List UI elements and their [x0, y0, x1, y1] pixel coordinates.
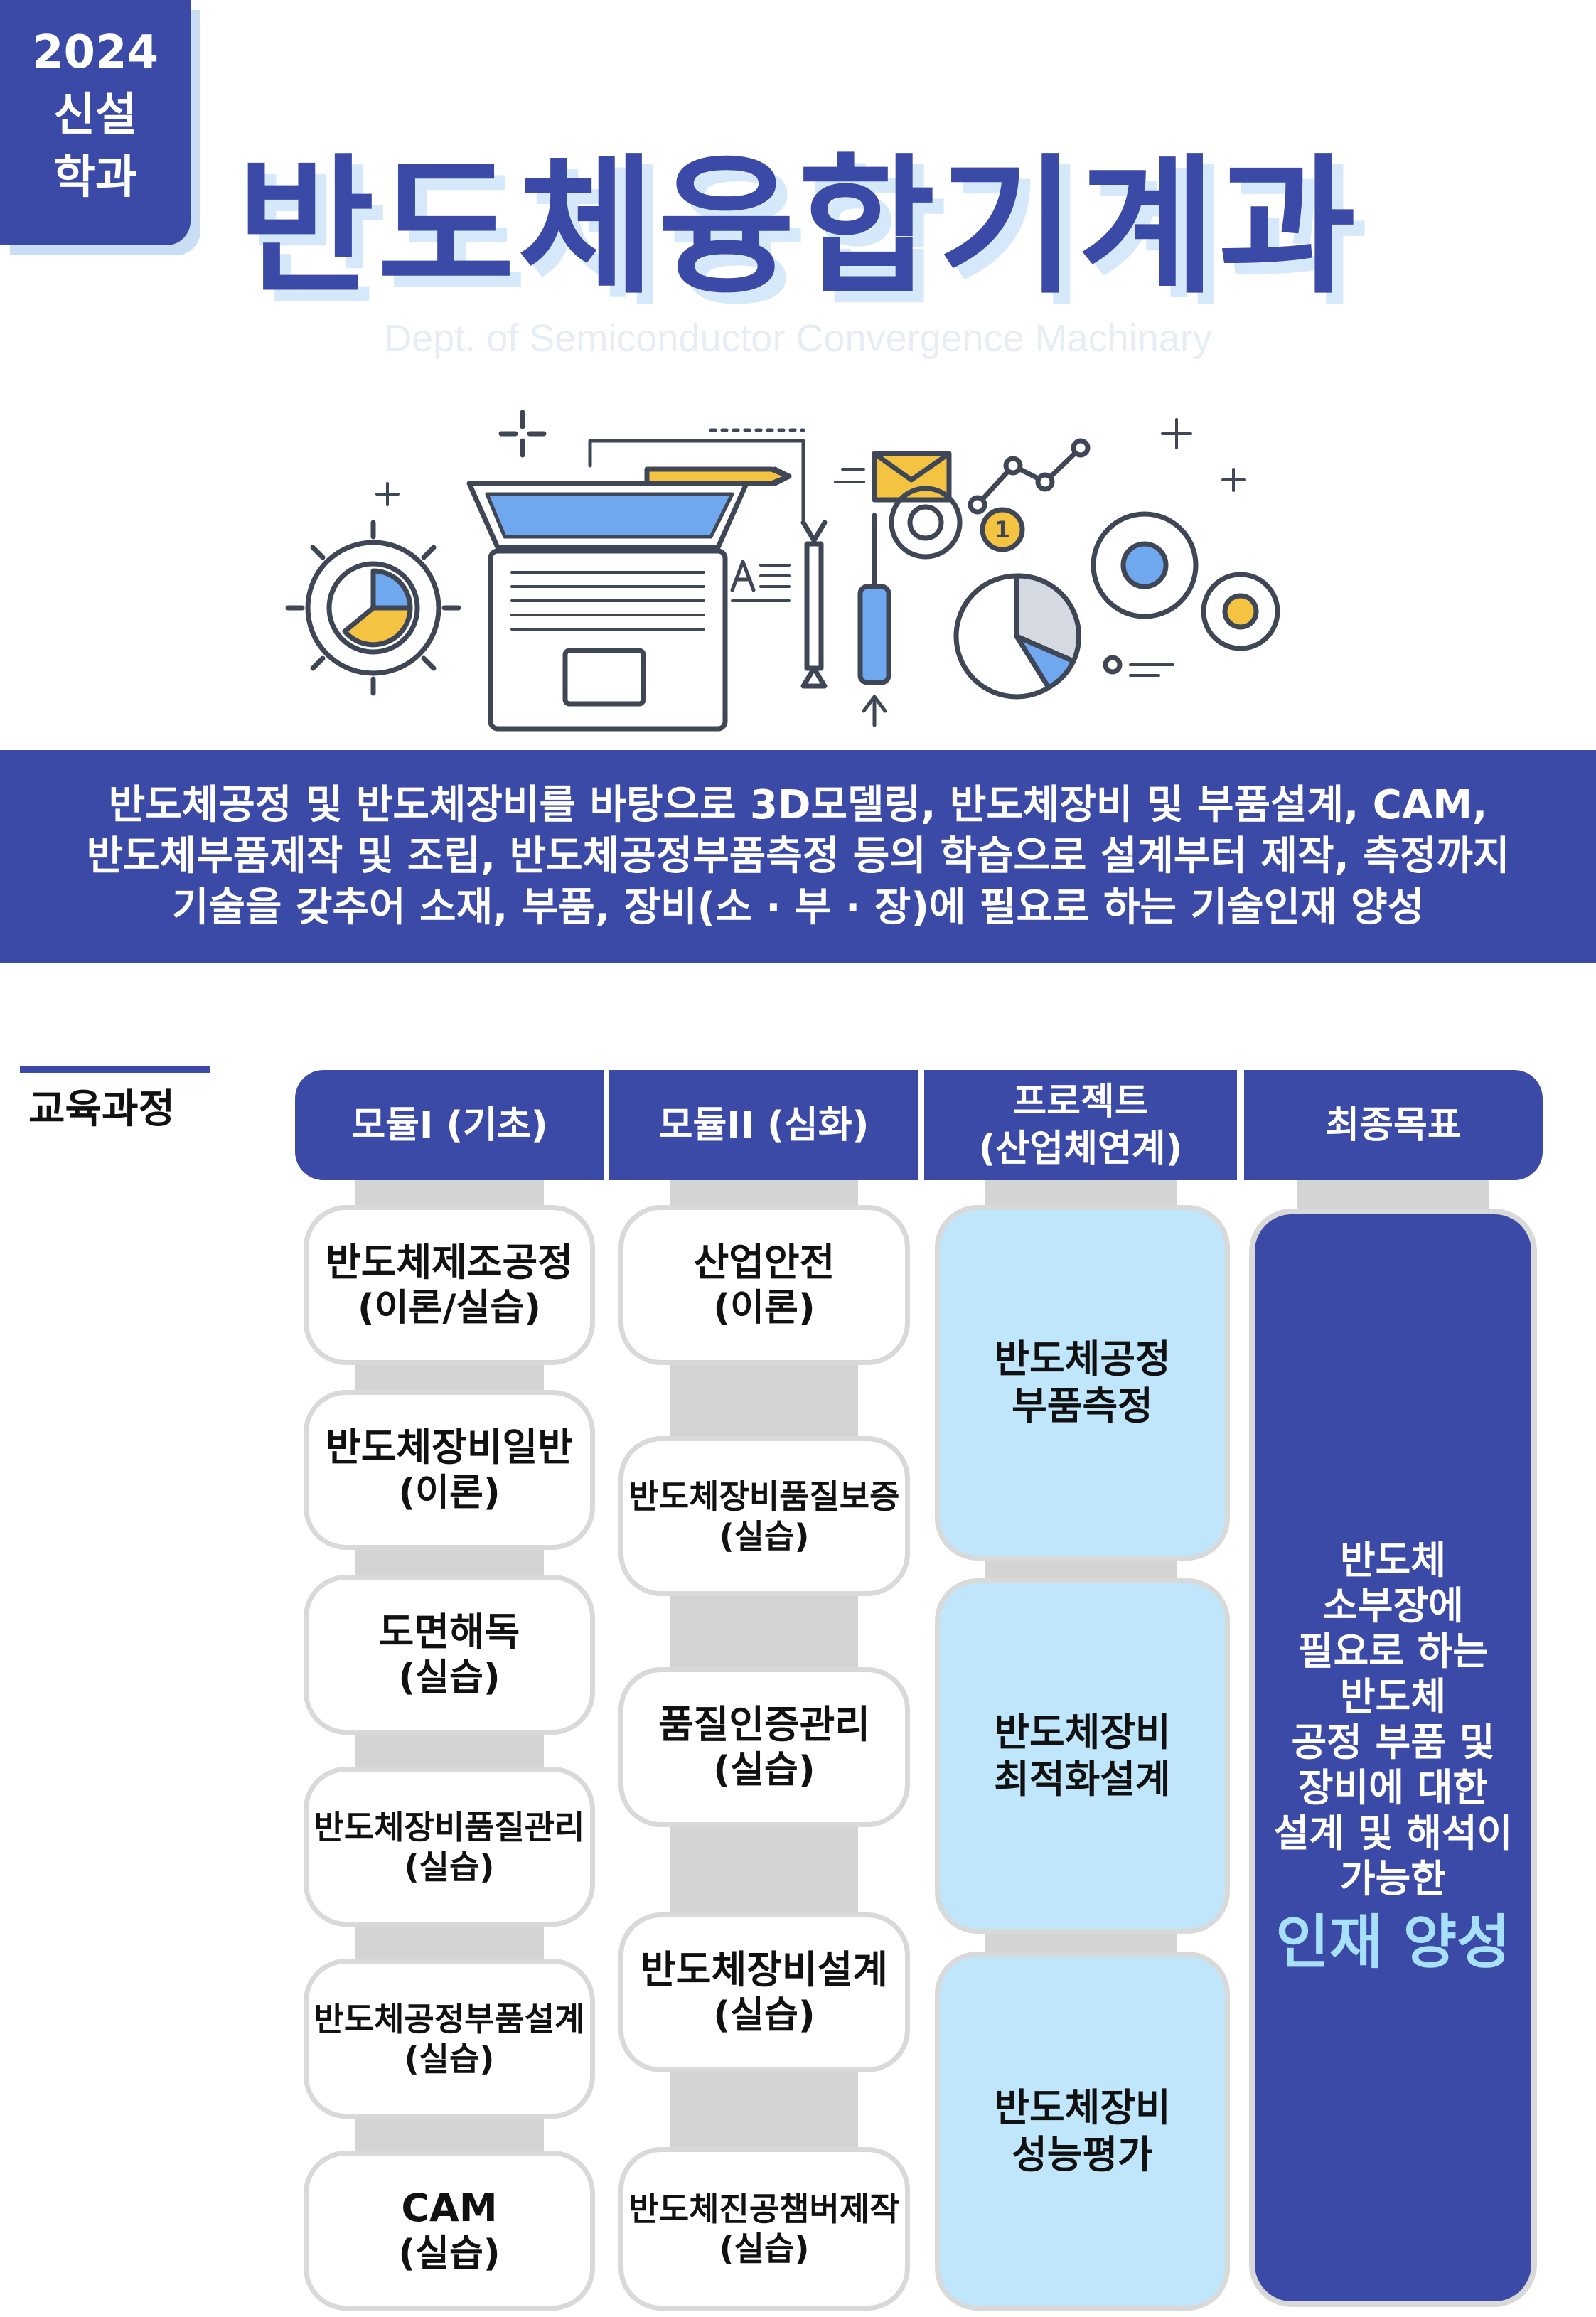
- course-card: 반도체장비품질관리 (실습): [304, 1767, 595, 1927]
- course-card: 반도체장비설계 (실습): [618, 1912, 910, 2072]
- project-card: 반도체장비 성능평가: [935, 1952, 1230, 2311]
- course-card: 반도체제조공정 (이론/실습): [304, 1205, 595, 1365]
- goal-line: 반도체: [1339, 1537, 1447, 1583]
- course-name: 반도체장비품질보증: [628, 1477, 900, 1516]
- header-project: 프로젝트 (산업체연계): [924, 1070, 1237, 1180]
- course-type: (이론/실습): [358, 1286, 541, 1329]
- project-name: 성능평가: [1012, 2131, 1153, 2177]
- goal-line: 소부장에: [1322, 1583, 1464, 1628]
- gear-icon: [1091, 511, 1280, 677]
- description-line: 기술을 갖추어 소재, 부품, 장비(소 · 부 · 장)에 필요로 하는 기술…: [171, 884, 1425, 931]
- course-card: 반도체진공챔버제작 (실습): [618, 2147, 910, 2311]
- course-card: 산업안전 (이론): [618, 1205, 910, 1365]
- course-type: (이론): [713, 1286, 815, 1329]
- project-name: 최적화설계: [994, 1757, 1171, 1802]
- curriculum-label: 교육과정: [28, 1086, 176, 1133]
- course-name: 반도체진공챔버제작: [628, 2190, 900, 2228]
- project-card: 반도체공정 부품측정: [935, 1205, 1230, 1561]
- goal-line: 가능한: [1339, 1856, 1447, 1901]
- engineering-illustration: 1: [285, 410, 1280, 732]
- course-card: 도면해독 (실습): [304, 1575, 595, 1735]
- program-description: 반도체공정 및 반도체장비를 바탕으로 3D모델링, 반도체장비 및 부품설계,…: [0, 750, 1596, 963]
- course-name: 반도체제조공정: [326, 1239, 573, 1285]
- course-type: (실습): [719, 1516, 810, 1556]
- header-module1: 모듈I (기초): [295, 1070, 604, 1180]
- goal-highlight: 인재 양성: [1275, 1908, 1511, 1976]
- wrench-icon: [800, 520, 828, 689]
- header-module2-label: 모듈II (심화): [658, 1103, 869, 1147]
- goal-line: 설계 및 해석이: [1273, 1810, 1513, 1856]
- badge-year: 2024: [31, 26, 159, 79]
- page-title: 반도체융합기계과: [237, 140, 1359, 314]
- header-project-label: 프로젝트: [1012, 1080, 1149, 1123]
- course-card: 반도체장비일반 (이론): [304, 1390, 595, 1550]
- header-module2: 모듈II (심화): [609, 1070, 918, 1180]
- envelope-icon: [834, 451, 952, 503]
- module1-rail: [355, 1180, 544, 2311]
- course-type: (실습): [713, 1748, 815, 1792]
- header-module1-label: 모듈I (기초): [351, 1103, 548, 1147]
- project-name: 부품측정: [1012, 1384, 1153, 1428]
- page-subtitle: Dept. of Semiconductor Convergence Machi…: [384, 317, 1212, 360]
- coin-icon: [889, 486, 1025, 560]
- course-type: (실습): [404, 1847, 495, 1886]
- line-graph-icon: [968, 438, 1091, 515]
- course-type: (실습): [719, 2230, 810, 2268]
- pie-chart-icon: [953, 573, 1082, 700]
- section-rule: [20, 1066, 210, 1073]
- goal-line: 반도체: [1339, 1674, 1447, 1719]
- screwdriver-icon: [857, 513, 891, 727]
- course-card: 반도체장비품질보증 (실습): [618, 1436, 910, 1596]
- course-card: 품질인증관리 (실습): [618, 1667, 910, 1827]
- project-name: 반도체공정: [994, 1337, 1171, 1381]
- course-name: CAM: [401, 2185, 498, 2230]
- svg-text:1: 1: [995, 516, 1010, 543]
- course-name: 반도체장비품질관리: [314, 1807, 585, 1846]
- project-name: 반도체장비: [994, 1710, 1171, 1755]
- course-type: (이론): [398, 1471, 500, 1514]
- header-goal-label: 최종목표: [1325, 1103, 1462, 1147]
- goal-line: 장비에 대한: [1297, 1765, 1489, 1810]
- header-project-sublabel: (산업체연계): [978, 1127, 1183, 1170]
- project-name: 반도체장비: [994, 2085, 1171, 2130]
- gear-chart-icon: [285, 520, 461, 696]
- course-name: 산업안전: [693, 1239, 835, 1285]
- course-type: (실습): [398, 1656, 500, 1699]
- goal-line: 공정 부품 및: [1291, 1719, 1495, 1765]
- course-type: (실습): [713, 1994, 815, 2037]
- text-document-icon: [730, 560, 791, 602]
- project-card: 반도체장비 최적화설계: [935, 1578, 1230, 1934]
- badge-dept: 학과: [53, 151, 137, 204]
- description-line: 반도체공정 및 반도체장비를 바탕으로 3D모델링, 반도체장비 및 부품설계,…: [108, 782, 1488, 828]
- course-name: 품질인증관리: [658, 1701, 871, 1747]
- course-name: 반도체장비일반: [326, 1424, 573, 1470]
- course-type: (실습): [404, 2039, 495, 2078]
- course-name: 반도체공정부품설계: [314, 1999, 585, 2038]
- goal-line: 필요로 하는: [1297, 1628, 1489, 1674]
- pencil-icon: [644, 466, 792, 486]
- laptop-icon: [466, 481, 749, 732]
- course-card: CAM (실습): [304, 2151, 595, 2311]
- final-goal-card: 반도체 소부장에 필요로 하는 반도체 공정 부품 및 장비에 대한 설계 및 …: [1249, 1209, 1537, 2307]
- course-name: 도면해독: [378, 1609, 520, 1654]
- course-type: (실습): [398, 2232, 500, 2275]
- course-name: 반도체장비설계: [641, 1947, 888, 1992]
- header-goal: 최종목표: [1244, 1070, 1543, 1180]
- new-department-badge: 2024 신설 학과: [0, 0, 191, 245]
- badge-new: 신설: [53, 89, 137, 141]
- description-line: 반도체부품제작 및 조립, 반도체공정부품측정 등의 학습으로 설계부터 제작,…: [86, 833, 1510, 879]
- course-card: 반도체공정부품설계 (실습): [304, 1959, 595, 2119]
